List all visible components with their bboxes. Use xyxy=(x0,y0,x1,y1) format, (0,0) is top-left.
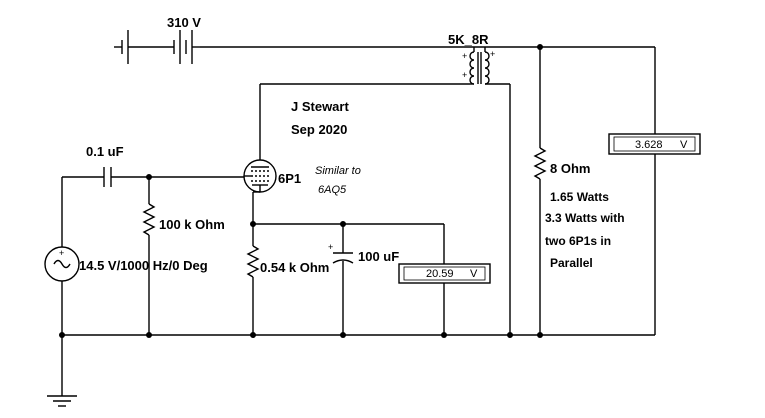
junction-dot xyxy=(441,332,447,338)
load-resistor xyxy=(533,147,547,180)
junction-dot xyxy=(340,332,346,338)
voltmeter-cathode: 20.59 V xyxy=(398,263,491,284)
ground-symbol xyxy=(47,335,77,407)
author-date: Sep 2020 xyxy=(291,122,347,137)
junction-dot xyxy=(537,332,543,338)
voltmeter-output: 3.628 V xyxy=(608,133,701,155)
tube-note-line2: 6AQ5 xyxy=(318,184,347,196)
voltmeter-output-unit: V xyxy=(680,139,688,151)
voltmeter-cathode-value: 20.59 xyxy=(426,268,454,280)
svg-text:+: + xyxy=(490,49,495,59)
voltmeter-output-value: 3.628 xyxy=(635,139,663,151)
svg-text:+: + xyxy=(328,242,333,252)
load-note-1: 1.65 Watts xyxy=(550,190,609,204)
transformer-label: 5K_8R xyxy=(448,32,489,47)
cathode-resistor xyxy=(246,245,260,278)
bypass-capacitor: + xyxy=(328,224,354,335)
cathode-resistor-label: 0.54 k Ohm xyxy=(260,260,329,275)
tube-label: 6P1 xyxy=(278,171,301,186)
voltmeter-cathode-unit: V xyxy=(470,268,478,280)
load-note-4: Parallel xyxy=(550,256,593,270)
source-label: 14.5 V/1000 Hz/0 Deg xyxy=(79,258,208,273)
junction-dot xyxy=(507,332,513,338)
output-transformer: + + + xyxy=(462,47,510,85)
battery-label: 310 V xyxy=(167,15,201,30)
bypass-cap-label: 100 uF xyxy=(358,249,399,264)
load-label: 8 Ohm xyxy=(550,161,590,176)
grid-resistor-label: 100 k Ohm xyxy=(159,217,225,232)
coupling-cap-label: 0.1 uF xyxy=(86,144,124,159)
battery-symbol xyxy=(114,30,200,64)
tube-6p1-symbol xyxy=(243,159,277,193)
load-note-2: 3.3 Watts with xyxy=(545,211,625,225)
svg-text:+: + xyxy=(462,51,467,61)
junction-dot xyxy=(250,332,256,338)
ac-source-symbol: + xyxy=(44,246,80,282)
load-note-3: two 6P1s in xyxy=(545,234,611,248)
author-name: J Stewart xyxy=(291,99,349,114)
svg-text:+: + xyxy=(59,248,64,258)
junction-dot xyxy=(146,332,152,338)
coupling-capacitor xyxy=(103,167,112,187)
tube-note-line1: Similar to xyxy=(315,165,361,177)
svg-text:+: + xyxy=(462,70,467,80)
grid-resistor xyxy=(142,203,156,236)
